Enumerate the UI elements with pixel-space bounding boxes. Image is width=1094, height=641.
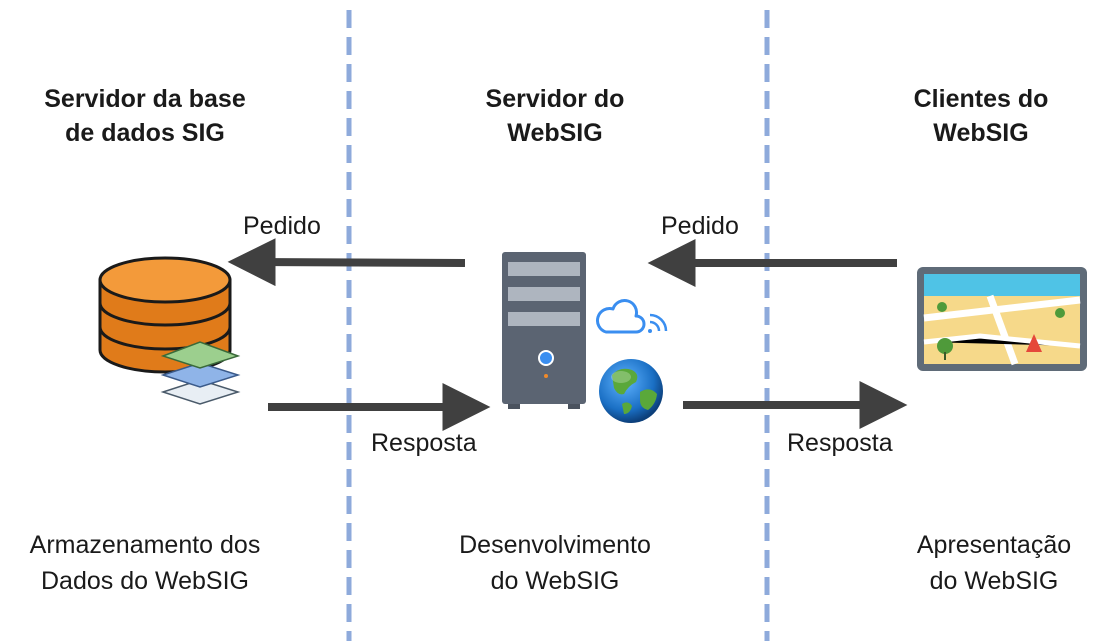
response-label-right: Resposta [787,429,893,457]
map-tablet-icon [917,267,1087,371]
request-label-left: Pedido [243,212,321,240]
column-title-database-server: Servidor da base de dados SIG [44,85,246,147]
column-description-database-server: Armazenamento dos Dados do WebSIG [29,531,261,595]
column-description-websig-clients: Apresentação do WebSIG [916,531,1072,595]
server-icon [502,252,586,409]
database-icon [98,256,241,405]
column-title-websig-server: Servidor do WebSIG [485,85,625,147]
column-title-websig-clients: Clientes do WebSIG [913,85,1049,147]
globe-icon [599,359,663,423]
response-label-left: Resposta [371,429,477,457]
cloud-wifi-icon [596,299,668,334]
request-arrow-left [227,238,466,287]
request-label-right: Pedido [661,212,739,240]
column-description-websig-server: Desenvolvimento do WebSIG [459,531,651,595]
